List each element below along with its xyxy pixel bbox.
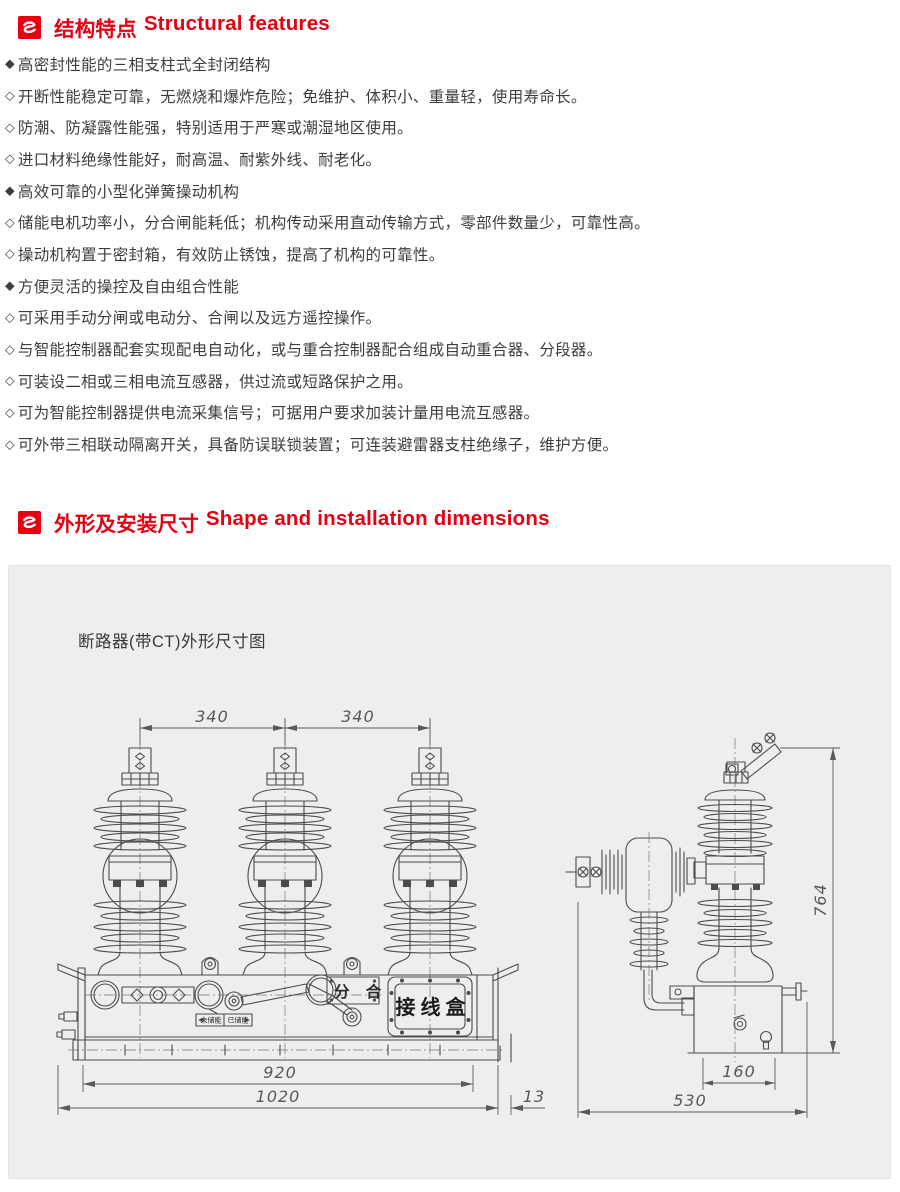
- dimension-drawing: 分 合 未储能 已储能 接线盒: [56, 707, 840, 1118]
- section-title-en: Structural features: [143, 12, 330, 35]
- dim-mount-width: 920: [263, 1063, 297, 1082]
- dim-depth: 530: [673, 1091, 707, 1110]
- feature-text: 高效可靠的小型化弹簧操动机构: [17, 183, 240, 201]
- feature-text: 可装设二相或三相电流互感器，供过流或短路保护之用。: [17, 373, 413, 391]
- terminal-box-bolts: [389, 978, 471, 1035]
- feature-text: 进口材料绝缘性能好，耐高温、耐紫外线、耐老化。: [17, 151, 382, 169]
- feature-text: 方便灵活的操控及自由组合性能: [17, 278, 240, 296]
- feature-text: 高密封性能的三相支柱式全封闭结构: [17, 56, 271, 74]
- section-header-dimensions: 外形及安装尺寸 Shape and installation dimension…: [18, 507, 550, 537]
- section-title-en: Shape and installation dimensions: [205, 507, 550, 530]
- feature-marker: ◆: [5, 278, 15, 293]
- feature-item: ◆高效可靠的小型化弹簧操动机构: [5, 175, 890, 207]
- feature-item: ◇操动机构置于密封箱，有效防止锈蚀，提高了机构的可靠性。: [5, 238, 890, 270]
- feature-text: 操动机构置于密封箱，有效防止锈蚀，提高了机构的可靠性。: [17, 246, 445, 264]
- dim-total-width: 1020: [256, 1087, 301, 1106]
- feature-item: ◇可为智能控制器提供电流采集信号；可据用户要求加装计量用电流互感器。: [5, 397, 890, 429]
- energy-label-right: 已储能: [228, 1016, 249, 1025]
- side-view: [565, 732, 808, 1062]
- feature-marker: ◇: [5, 342, 15, 357]
- feature-item: ◇防潮、防凝露性能强，特别适用于严寒或潮湿地区使用。: [5, 111, 890, 143]
- feature-text: 可外带三相联动隔离开关，具备防误联锁装置；可连装避雷器支柱绝缘子，维护方便。: [17, 437, 619, 455]
- rail-tick-marks: [124, 1044, 441, 1056]
- feature-item: ◇可装设二相或三相电流互感器，供过流或短路保护之用。: [5, 365, 890, 397]
- feature-marker: ◇: [5, 151, 15, 166]
- dim-pitch-right: 340: [341, 707, 375, 726]
- terminal-box-label: 接线盒: [396, 995, 471, 1019]
- feature-item: ◇进口材料绝缘性能好，耐高温、耐紫外线、耐老化。: [5, 143, 890, 175]
- feature-text: 开断性能稳定可靠，无燃烧和爆炸危险；免维护、体积小、重量轻，使用寿命长。: [17, 88, 587, 106]
- feature-text: 与智能控制器配套实现配电自动化，或与重合控制器配合组成自动重合器、分段器。: [17, 342, 603, 360]
- feature-marker: ◇: [5, 215, 15, 230]
- feature-item: ◇可采用手动分闸或电动分、合闸以及远方遥控操作。: [5, 302, 890, 334]
- feature-marker: ◇: [5, 246, 15, 261]
- feature-marker: ◇: [5, 120, 15, 135]
- energy-label-left: 未储能: [201, 1016, 222, 1025]
- feature-text: 储能电机功率小，分合闸能耗低；机构传动采用直动传输方式，零部件数量少，可靠性高。: [17, 215, 650, 233]
- section-title-zh: 外形及安装尺寸: [54, 513, 199, 536]
- feature-item: ◆高密封性能的三相支柱式全封闭结构: [5, 48, 890, 80]
- feature-marker: ◇: [5, 405, 15, 420]
- dim-pitch-left: 340: [195, 707, 229, 726]
- feature-marker: ◇: [5, 88, 15, 103]
- feature-item: ◇可外带三相联动隔离开关，具备防误联锁装置；可连装避雷器支柱绝缘子，维护方便。: [5, 428, 890, 460]
- feature-text: 可为智能控制器提供电流采集信号；可据用户要求加装计量用电流互感器。: [17, 405, 540, 423]
- dimension-annotations: 340 340 920 1020 13 160 530 764: [57, 707, 840, 1118]
- dim-box-offset: 160: [722, 1062, 756, 1081]
- open-close-label: 分 合: [334, 982, 387, 1001]
- section-header-structural: 结构特点 Structural features: [18, 12, 330, 42]
- front-view: 分 合 未储能 已储能 接线盒: [56, 719, 519, 1063]
- feature-item: ◇储能电机功率小，分合闸能耗低；机构传动采用直动传输方式，零部件数量少，可靠性高…: [5, 206, 890, 238]
- feature-item: ◇开断性能稳定可靠，无燃烧和爆炸危险；免维护、体积小、重量轻，使用寿命长。: [5, 80, 890, 112]
- feature-item: ◇与智能控制器配套实现配电自动化，或与重合控制器配合组成自动重合器、分段器。: [5, 333, 890, 365]
- dim-flange: 13: [523, 1087, 545, 1106]
- section-title-zh: 结构特点: [54, 18, 137, 41]
- drawing-panel: [8, 565, 891, 1179]
- feature-marker: ◆: [5, 183, 15, 198]
- features-list: ◆高密封性能的三相支柱式全封闭结构◇开断性能稳定可靠，无燃烧和爆炸危险；免维护、…: [5, 48, 890, 460]
- feature-marker: ◇: [5, 437, 15, 452]
- drawing-caption: 断路器(带CT)外形尺寸图: [78, 633, 266, 651]
- feature-text: 防潮、防凝露性能强，特别适用于严寒或潮湿地区使用。: [17, 120, 413, 138]
- feature-marker: ◇: [5, 373, 15, 388]
- feature-marker: ◇: [5, 310, 15, 325]
- feature-marker: ◆: [5, 56, 15, 71]
- brand-icon: [18, 15, 41, 39]
- dim-height: 764: [811, 883, 830, 917]
- feature-item: ◆方便灵活的操控及自由组合性能: [5, 270, 890, 302]
- feature-text: 可采用手动分闸或电动分、合闸以及远方遥控操作。: [17, 310, 382, 328]
- brand-icon: [18, 510, 41, 534]
